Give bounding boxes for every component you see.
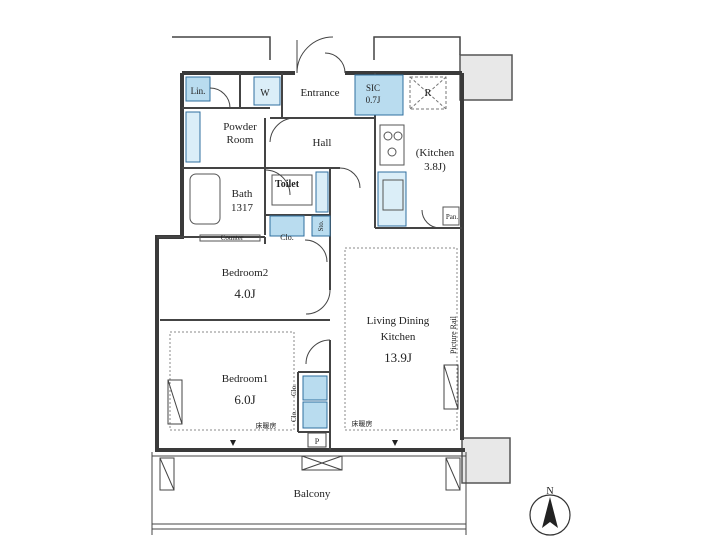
sink <box>382 179 404 211</box>
bedroom1-outline <box>169 331 295 431</box>
floor-heating-markers <box>230 440 398 446</box>
label-clo-b1a: Clo. <box>290 384 298 396</box>
label-entrance: Entrance <box>300 87 339 99</box>
cooktop <box>379 124 405 166</box>
label-floor-heating-1: 床暖房 <box>256 421 277 430</box>
label-clo-b1b: Clo. <box>290 410 298 422</box>
toilet-tank <box>315 171 329 213</box>
storage-closet <box>311 215 331 237</box>
label-picture-rail: Picture Rail <box>449 315 458 354</box>
powder-sink <box>185 111 201 163</box>
label-bath-size: 1317 <box>231 202 254 214</box>
toilet-bowl <box>271 174 313 206</box>
label-bedroom2-size: 4.0J <box>234 286 255 301</box>
label-toilet: Toilet <box>275 179 300 190</box>
label-kitchen: (Kitchen <box>416 147 455 159</box>
label-sto: Sto. <box>317 220 325 231</box>
counter-strip <box>199 234 261 242</box>
label-ldk-1: Living Dining <box>367 315 430 327</box>
compass-ring <box>529 494 571 536</box>
washer-area <box>253 76 281 106</box>
pantry <box>442 206 460 226</box>
label-w: W <box>260 88 270 99</box>
label-bedroom1: Bedroom1 <box>222 373 268 385</box>
label-bath: Bath <box>232 188 253 200</box>
entrance-door <box>296 36 346 74</box>
linen-closet <box>185 76 211 102</box>
label-ldk-size: 13.9J <box>384 350 412 365</box>
bedroom1-closet-a <box>302 375 328 401</box>
label-powder-1: Powder <box>223 121 257 133</box>
room-dashes <box>169 247 458 431</box>
label-sic-size: 0.7J <box>366 95 381 105</box>
balcony <box>151 452 467 535</box>
bathtub <box>189 173 221 225</box>
bedroom1-closet-b <box>302 401 328 429</box>
label-balcony: Balcony <box>294 488 331 500</box>
label-p: P <box>315 437 320 446</box>
sic-closet <box>354 74 404 116</box>
label-powder-2: Room <box>227 134 254 146</box>
label-bedroom1-size: 6.0J <box>234 392 255 407</box>
label-clo: Clo. <box>280 233 294 242</box>
hall-closet <box>269 215 305 237</box>
label-floor-heating-2: 床暖房 <box>352 419 373 428</box>
windows <box>167 364 459 471</box>
compass-arrow-icon <box>542 497 558 528</box>
label-kitchen-size: 3.8J) <box>424 161 446 173</box>
kitchen-equipment <box>189 124 460 242</box>
label-lin: Lin. <box>191 86 206 96</box>
label-sic: SIC <box>366 83 380 93</box>
fixtures <box>185 74 407 429</box>
ldk-outline <box>344 247 458 431</box>
room-labels: Lin. W Entrance SIC 0.7J R Powder Room H… <box>191 83 554 500</box>
interior-doors <box>209 87 441 365</box>
label-bedroom2: Bedroom2 <box>222 267 268 279</box>
north-compass <box>529 494 571 536</box>
label-ldk-2: Kitchen <box>381 331 416 343</box>
label-hall: Hall <box>313 137 332 149</box>
label-r: R <box>425 88 432 99</box>
label-pan: Pan. <box>446 213 459 221</box>
label-counter: Counter <box>221 234 244 242</box>
refrigerator-space <box>409 76 447 110</box>
compass-label: N <box>546 486 553 497</box>
